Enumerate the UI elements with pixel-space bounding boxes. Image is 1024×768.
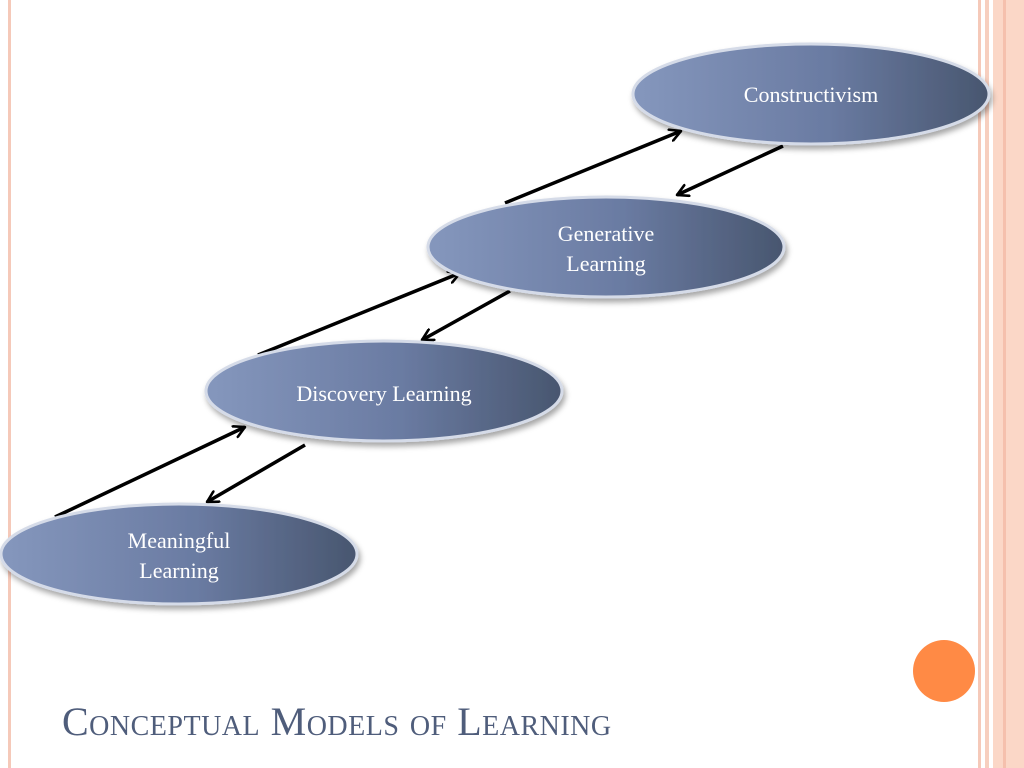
arrow-generative-to-constructivism — [504, 131, 681, 205]
node-constructivism — [631, 42, 991, 146]
arrow-generative-to-discovery — [422, 289, 511, 342]
arrow-meaningful-to-discovery — [54, 427, 245, 519]
right-border-stripe-2 — [985, 0, 989, 768]
node-discovery-learning — [204, 339, 564, 443]
node-label-constructivism: Constructivism — [743, 82, 879, 107]
arrow-constructivism-to-generative — [677, 144, 784, 195]
right-border-stripe-4 — [1003, 0, 1006, 768]
arrow-discovery-to-generative — [257, 273, 460, 357]
node-generative-learning — [426, 195, 786, 299]
right-border-stripe-3 — [993, 0, 1024, 768]
arrow-discovery-to-meaningful — [207, 443, 306, 504]
right-border-stripe-1 — [978, 0, 981, 768]
node-label-generative-learning: Generative Learning — [557, 221, 655, 276]
node-meaningful-learning — [0, 502, 359, 606]
node-label-discovery-learning: Discovery Learning — [296, 381, 472, 406]
node-label-meaningful-learning: Meaningful Learning — [127, 528, 231, 583]
orange-accent-dot — [913, 640, 975, 702]
left-border-stripe — [8, 0, 11, 768]
slide-title: Conceptual Models of Learning — [62, 699, 612, 744]
